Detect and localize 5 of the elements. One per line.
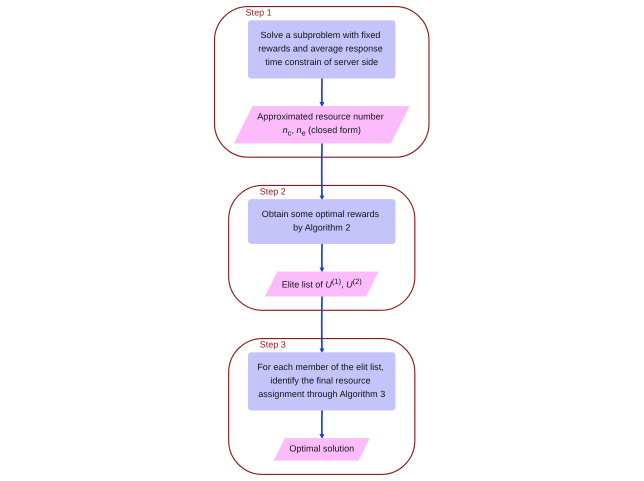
arrow (320, 244, 325, 272)
arrow (320, 78, 325, 107)
arrow (320, 296, 325, 354)
arrow (320, 410, 325, 439)
arrow (320, 143, 325, 200)
